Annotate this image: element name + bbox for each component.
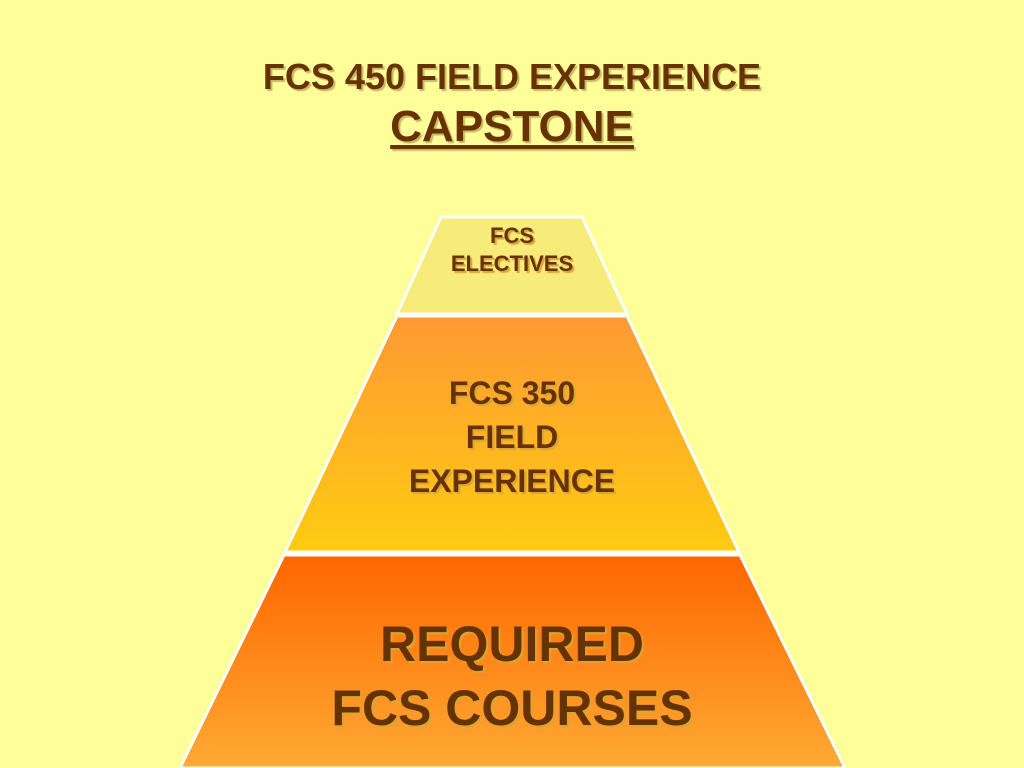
tier-label-electives: FCS ELECTIVES [412,222,612,278]
tier-bot-line-1: REQUIRED [380,616,644,672]
tier-mid-line-1: FCS 350 [448,375,576,411]
tier-mid-line-3: EXPERIENCE [408,463,616,499]
tier-mid-line-2: FIELD [465,419,559,455]
tier-label-field-experience: FCS 350 FIELD EXPERIENCE [362,371,662,503]
title-line-1: FCS 450 FIELD EXPERIENCE [262,56,762,97]
tier-top-line-2: ELECTIVES [450,251,574,276]
tier-bot-line-2: FCS COURSES [331,680,693,736]
pyramid-tier-middle [282,314,742,554]
pyramid-tier-top [394,215,630,316]
tier-label-required-courses: REQUIRED FCS COURSES [262,612,762,740]
slide-title: FCS 450 FIELD EXPERIENCE CAPSTONE [0,55,1024,155]
pyramid-tier-bottom [178,553,847,768]
title-capstone: CAPSTONE [390,102,634,151]
tier-top-line-1: FCS [490,223,534,248]
